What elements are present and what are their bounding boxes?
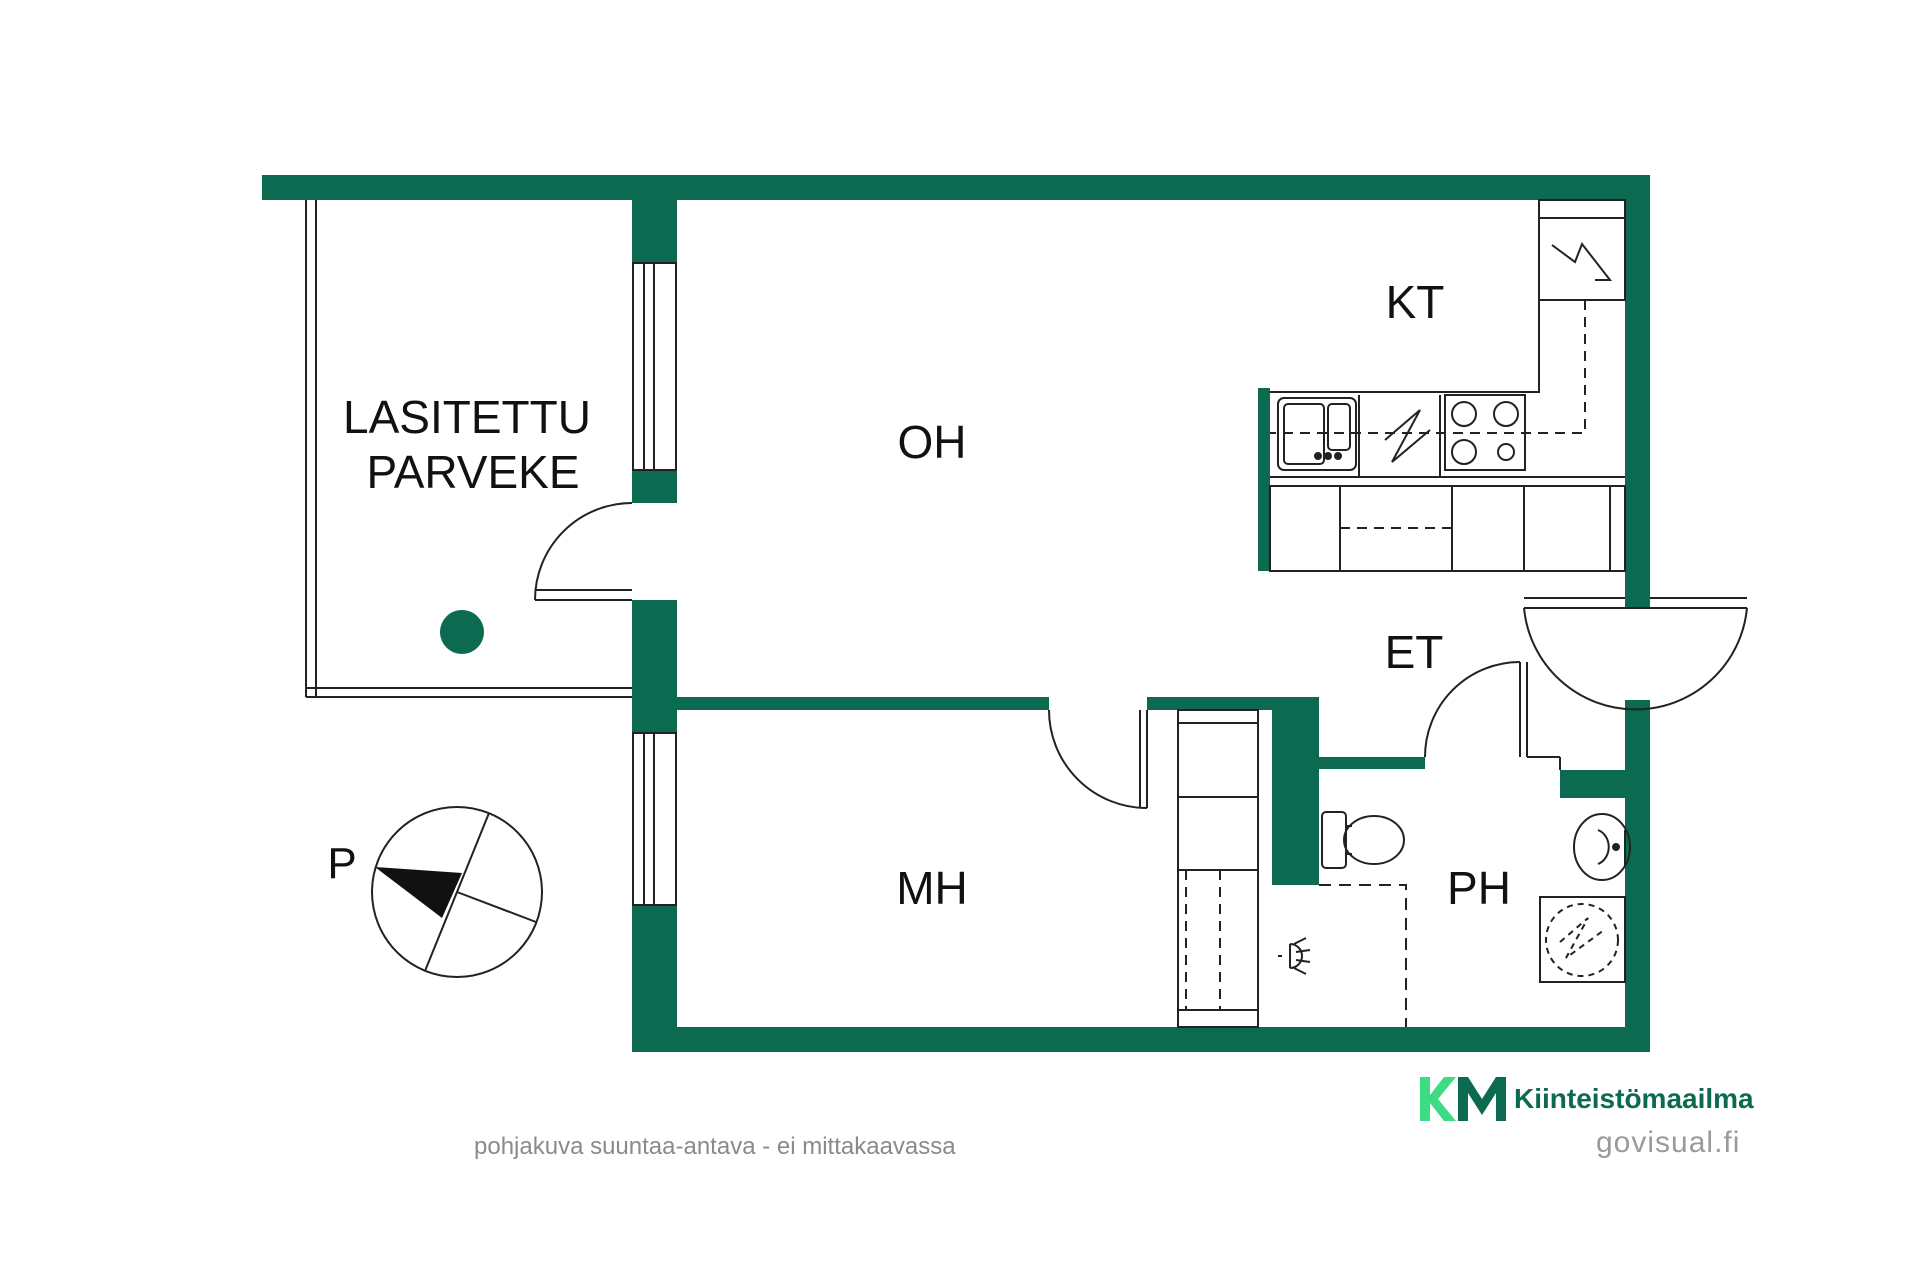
bedroom-label: MH bbox=[896, 862, 968, 914]
bathroom-sink bbox=[1573, 813, 1631, 881]
left-wall-top bbox=[632, 175, 677, 263]
bedroom-fixtures bbox=[1048, 709, 1259, 1028]
bath-top-wall bbox=[1319, 757, 1425, 769]
kitchen-label: KT bbox=[1386, 276, 1445, 328]
balcony bbox=[305, 200, 633, 698]
stove bbox=[1444, 394, 1526, 471]
bedroom-door-arc bbox=[1048, 709, 1148, 809]
windows bbox=[632, 262, 677, 906]
left-wall-mid-lower bbox=[632, 600, 677, 733]
compass-label: P bbox=[327, 839, 356, 888]
entrance-label: ET bbox=[1385, 626, 1444, 678]
compass-circle bbox=[371, 806, 543, 978]
toilet-tank bbox=[1321, 811, 1347, 869]
fridge bbox=[1538, 199, 1626, 301]
disclaimer-text: pohjakuva suuntaa-antava - ei mittakaava… bbox=[474, 1133, 956, 1160]
bathroom-door-arc bbox=[1424, 661, 1521, 758]
compass: P bbox=[327, 806, 543, 978]
kitchen-sink bbox=[1277, 397, 1357, 471]
walls bbox=[262, 175, 1650, 1052]
right-wall-lower bbox=[1625, 700, 1650, 1052]
room-labels: LASITETTU PARVEKE OH KT ET MH PH bbox=[343, 276, 1511, 914]
brand-name: Kiinteistömaailma bbox=[1514, 1083, 1754, 1114]
balcony-label-line2: PARVEKE bbox=[366, 446, 579, 498]
brand-logo-group: Kiinteistömaailma bbox=[1418, 1073, 1754, 1125]
left-wall-mid-upper bbox=[632, 470, 677, 503]
compass-line-b bbox=[456, 891, 537, 923]
credit-text: govisual.fi bbox=[1596, 1126, 1741, 1159]
bedroom-wall-left bbox=[677, 697, 1049, 710]
entrance-door bbox=[1523, 597, 1748, 711]
shower-head bbox=[1278, 937, 1311, 975]
bathroom-label: PH bbox=[1447, 862, 1511, 914]
living-room-label: OH bbox=[898, 416, 967, 468]
compass-needle bbox=[375, 867, 462, 918]
bottom-wall bbox=[632, 1027, 1650, 1052]
top-wall bbox=[262, 175, 1650, 200]
kitchen-wall bbox=[1258, 388, 1270, 571]
left-wall-bottom bbox=[632, 905, 677, 1052]
washing-machine bbox=[1539, 896, 1626, 983]
km-logo-icon bbox=[1420, 1077, 1506, 1121]
bath-top-wall-right bbox=[1560, 770, 1625, 798]
wardrobe bbox=[1177, 709, 1259, 1028]
kitchen-lower-cabinets bbox=[1269, 485, 1626, 572]
balcony-label-line1: LASITETTU bbox=[343, 391, 591, 443]
right-wall-upper bbox=[1625, 175, 1650, 608]
kitchen-fixtures bbox=[1269, 199, 1626, 572]
bathroom-fixtures bbox=[1278, 661, 1631, 1027]
dishwasher-symbol bbox=[1384, 409, 1431, 463]
bath-wall-block bbox=[1272, 697, 1319, 885]
drain-dot bbox=[440, 610, 484, 654]
toilet-bowl bbox=[1343, 815, 1405, 865]
